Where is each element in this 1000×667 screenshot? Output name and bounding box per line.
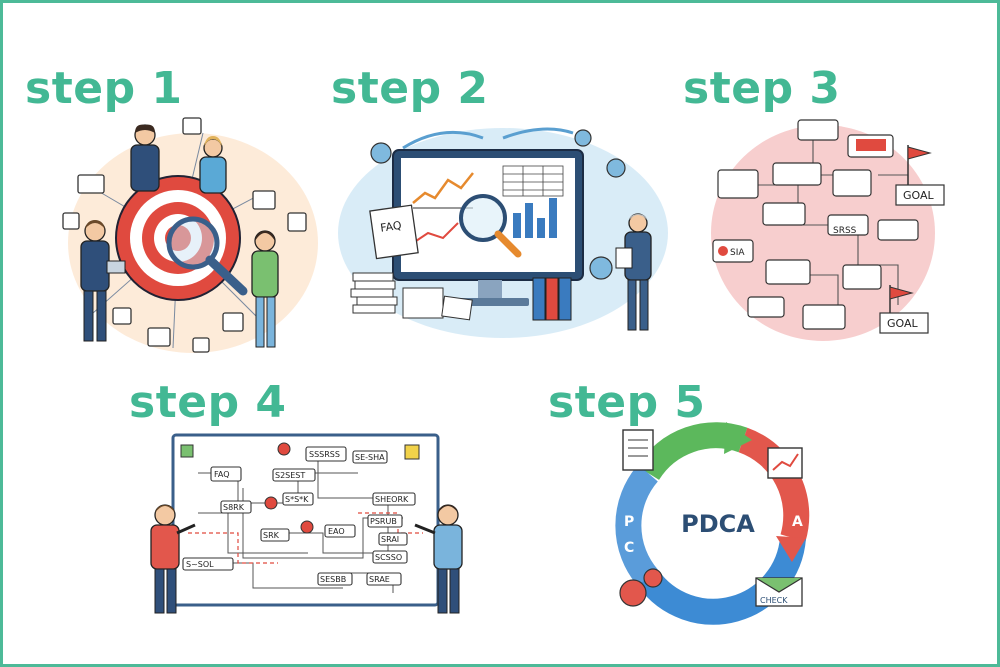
- chart-icon: [412, 172, 557, 244]
- pdca-a-label: A: [792, 514, 803, 530]
- clipboard-icon: [622, 429, 654, 471]
- person-left-step-4: [150, 504, 196, 614]
- pdca-c-label: C: [624, 540, 634, 556]
- chart-icon: [767, 447, 803, 479]
- step-4-title: step 4: [129, 377, 287, 428]
- goal-bottom-label: GOAL: [887, 317, 919, 330]
- flow-label-15: SRAE: [369, 575, 390, 584]
- step-5-title: step 5: [548, 377, 706, 428]
- gear-icon: [619, 568, 663, 607]
- faq-label: FAQ: [379, 219, 402, 235]
- step-1-illustration: [62, 117, 318, 353]
- pdca-p-label: P: [624, 514, 634, 530]
- person-left: [80, 220, 126, 342]
- gear-icon: [370, 129, 626, 280]
- person-top-right: [199, 136, 227, 194]
- step-4-illustration: FAQ SSSRSS SE-SHA S2SEST S8RK S*S*K EAO …: [150, 433, 463, 614]
- step-3-title: step 3: [683, 63, 841, 114]
- flow-label-4: S2SEST: [275, 471, 305, 480]
- flow-label-faq: FAQ: [214, 470, 230, 479]
- flow-label-5: S8RK: [223, 503, 245, 512]
- step-3-illustration: SRSS SIA GOAL GOAL: [711, 119, 945, 341]
- step-1-title: step 1: [25, 63, 183, 114]
- flow-label-8: SHEORK: [375, 495, 409, 504]
- flow-label-13: S~SOL: [186, 560, 214, 569]
- flow-label-11: SRK: [263, 531, 280, 540]
- step-2-illustration: FAQ: [338, 127, 668, 338]
- sia-label: SIA: [730, 248, 745, 258]
- person-right-step-4: [414, 504, 463, 614]
- person-top-left: [130, 124, 160, 192]
- flow-label-3: SE-SHA: [355, 453, 385, 462]
- faq-document: FAQ: [369, 204, 419, 260]
- check-label: CHECK: [760, 596, 788, 605]
- goal-flag-icon: GOAL: [879, 285, 929, 334]
- step-2-title: step 2: [331, 63, 489, 114]
- person-right: [251, 230, 279, 348]
- pdca-center-label: PDCA: [681, 510, 755, 538]
- flow-node-boxes: [182, 446, 416, 586]
- node-label: SRSS: [833, 226, 857, 236]
- flow-label-12: SCSSO: [375, 553, 402, 562]
- flow-label-14: SESBB: [320, 575, 346, 584]
- magnifier-icon: [459, 194, 522, 258]
- pdca-cycle-icon: PDCA P A C CHECK: [615, 422, 810, 625]
- goal-top-label: GOAL: [903, 189, 935, 202]
- flow-label-10: SRAI: [381, 535, 399, 544]
- flow-label-9: PSRUB: [370, 517, 397, 526]
- goal-flag-icon: GOAL: [895, 145, 945, 206]
- check-envelope: CHECK: [755, 577, 803, 607]
- person-step-2: [615, 213, 652, 331]
- flow-label-6: S*S*K: [285, 495, 309, 504]
- flow-label-7: EAO: [328, 527, 345, 536]
- flow-label-2: SSSRSS: [309, 450, 340, 459]
- magnifier-icon: [166, 216, 248, 296]
